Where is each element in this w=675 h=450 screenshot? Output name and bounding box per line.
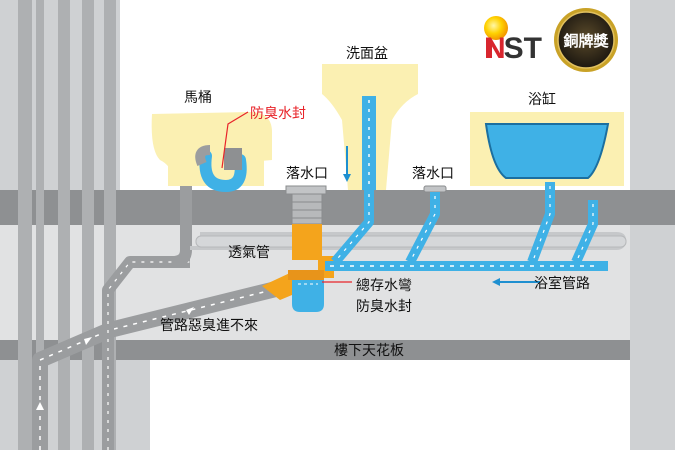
bathroom-pipe-network (325, 182, 608, 271)
label-anti-odor-seal: 防臭水封 (250, 106, 306, 122)
floor-slab (0, 190, 675, 225)
logo-letter-i-stem (486, 40, 492, 58)
toilet-drain-pipe-dash (107, 261, 190, 450)
arrow-sewer-up-3 (186, 307, 194, 315)
badge-seal: 銅牌獎 (554, 8, 618, 72)
bathtub (470, 112, 624, 186)
label-washbasin: 洗面盆 (346, 46, 388, 62)
flow-arrows (343, 146, 540, 286)
arrow-down-head (343, 174, 351, 182)
washbasin-drain-water (362, 96, 376, 190)
inst-logo: NST I (484, 16, 542, 65)
label-toilet: 馬桶 (184, 90, 212, 106)
floor-drain-small (423, 185, 447, 193)
arrow-sewer-up-2 (84, 337, 92, 345)
arrow-sewer-up-1 (36, 402, 44, 410)
badge-text: 銅牌獎 (563, 32, 609, 50)
toilet (151, 112, 272, 193)
label-floor-drain-2: 落水口 (412, 166, 454, 182)
right-wall-slab (630, 190, 675, 225)
label-floor-drain-1: 落水口 (286, 166, 328, 182)
label-vent-pipe: 透氣管 (228, 245, 270, 261)
label-bathroom-pipe: 浴室管路 (534, 275, 590, 292)
arrow-left-head (492, 278, 500, 286)
toilet-trap-outlet (224, 148, 242, 170)
downstairs-ceiling-slab (0, 340, 675, 360)
badge-inner (557, 11, 615, 69)
label-anti-odor-seal-2: 防臭水封 (356, 299, 412, 315)
label-sewer-gas-blocked: 管路惡臭進不來 (160, 318, 258, 334)
floor-drain-large (285, 185, 327, 225)
toilet-water-seal (199, 150, 247, 193)
bathtub-basin (484, 123, 610, 179)
label-main-trap: 總存水彎 (356, 277, 412, 294)
logo-sun-icon (484, 16, 508, 40)
logo-letters: NST (484, 32, 542, 65)
leader-line-toilet-seal (221, 111, 249, 169)
trap-water-seal (292, 280, 324, 312)
label-bathtub: 浴缸 (528, 91, 556, 108)
toilet-trap-gray (195, 145, 211, 166)
label-downstairs-ceiling: 樓下天花板 (334, 343, 404, 359)
lower-room (150, 360, 630, 450)
sewer-gas-pipe (32, 280, 288, 450)
